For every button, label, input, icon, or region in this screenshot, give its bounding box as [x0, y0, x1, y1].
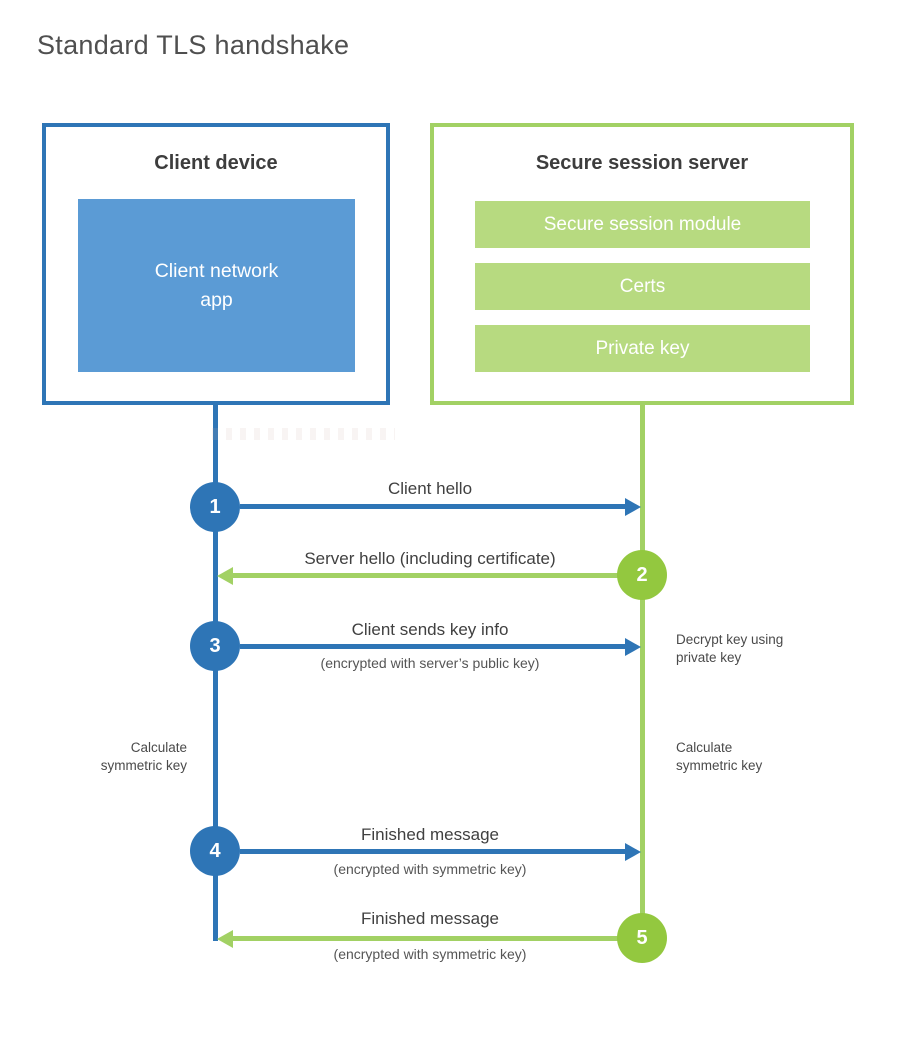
- arrowhead-left-icon: [217, 567, 233, 585]
- message-sublabel-finished-client: (encrypted with symmetric key): [333, 861, 527, 877]
- client-device-heading: Client device: [154, 152, 278, 174]
- message-label-server-hello: Server hello (including certificate): [304, 549, 556, 568]
- faint-artifact-marks: [212, 428, 395, 440]
- client-device-box: Client device Client network app: [42, 123, 390, 405]
- arrow-client-hello: [240, 497, 641, 517]
- arrowhead-right-icon: [625, 498, 641, 516]
- message-label-key-info: Client sends key info: [351, 620, 509, 639]
- message-sublabel-key-info: (encrypted with server’s public key): [320, 655, 540, 671]
- step-badge-1: 1: [190, 482, 240, 532]
- note-decrypt-key: Decrypt key using private key: [676, 632, 784, 665]
- arrow-finished-client: [240, 842, 641, 862]
- arrowhead-right-icon: [625, 638, 641, 656]
- arrowhead-left-icon: [217, 930, 233, 948]
- client-lifeline: [213, 405, 218, 941]
- note-calculate-symmetric-server: Calculate symmetric key: [676, 740, 763, 773]
- server-module-private-key: Private key: [475, 325, 810, 372]
- arrow-finished-server: [217, 929, 618, 949]
- arrow-shaft: [240, 849, 628, 854]
- server-module-certs: Certs: [475, 263, 810, 310]
- arrowhead-right-icon: [625, 843, 641, 861]
- server-heading: Secure session server: [535, 152, 749, 174]
- note-calculate-symmetric-client: Calculate symmetric key: [100, 740, 187, 773]
- message-label-client-hello: Client hello: [387, 479, 473, 498]
- arrow-shaft: [240, 644, 628, 649]
- server-lifeline: [640, 405, 645, 939]
- step-badge-2: 2: [617, 550, 667, 600]
- message-label-finished-server: Finished message: [361, 909, 499, 928]
- arrow-shaft: [240, 504, 628, 509]
- message-label-finished-client: Finished message: [361, 825, 499, 844]
- secure-session-server-box: Secure session server Secure session mod…: [430, 123, 854, 405]
- server-module-secure-session: Secure session module: [475, 201, 810, 248]
- message-sublabel-finished-server: (encrypted with symmetric key): [333, 946, 527, 962]
- step-badge-3: 3: [190, 621, 240, 671]
- arrow-client-key-info: [240, 637, 641, 657]
- page-title: Standard TLS handshake: [37, 30, 350, 60]
- client-network-app-block: Client network app: [78, 199, 355, 372]
- step-badge-5: 5: [617, 913, 667, 963]
- arrow-shaft: [230, 573, 618, 578]
- arrow-shaft: [230, 936, 618, 941]
- step-badge-4: 4: [190, 826, 240, 876]
- arrow-server-hello: [217, 566, 618, 586]
